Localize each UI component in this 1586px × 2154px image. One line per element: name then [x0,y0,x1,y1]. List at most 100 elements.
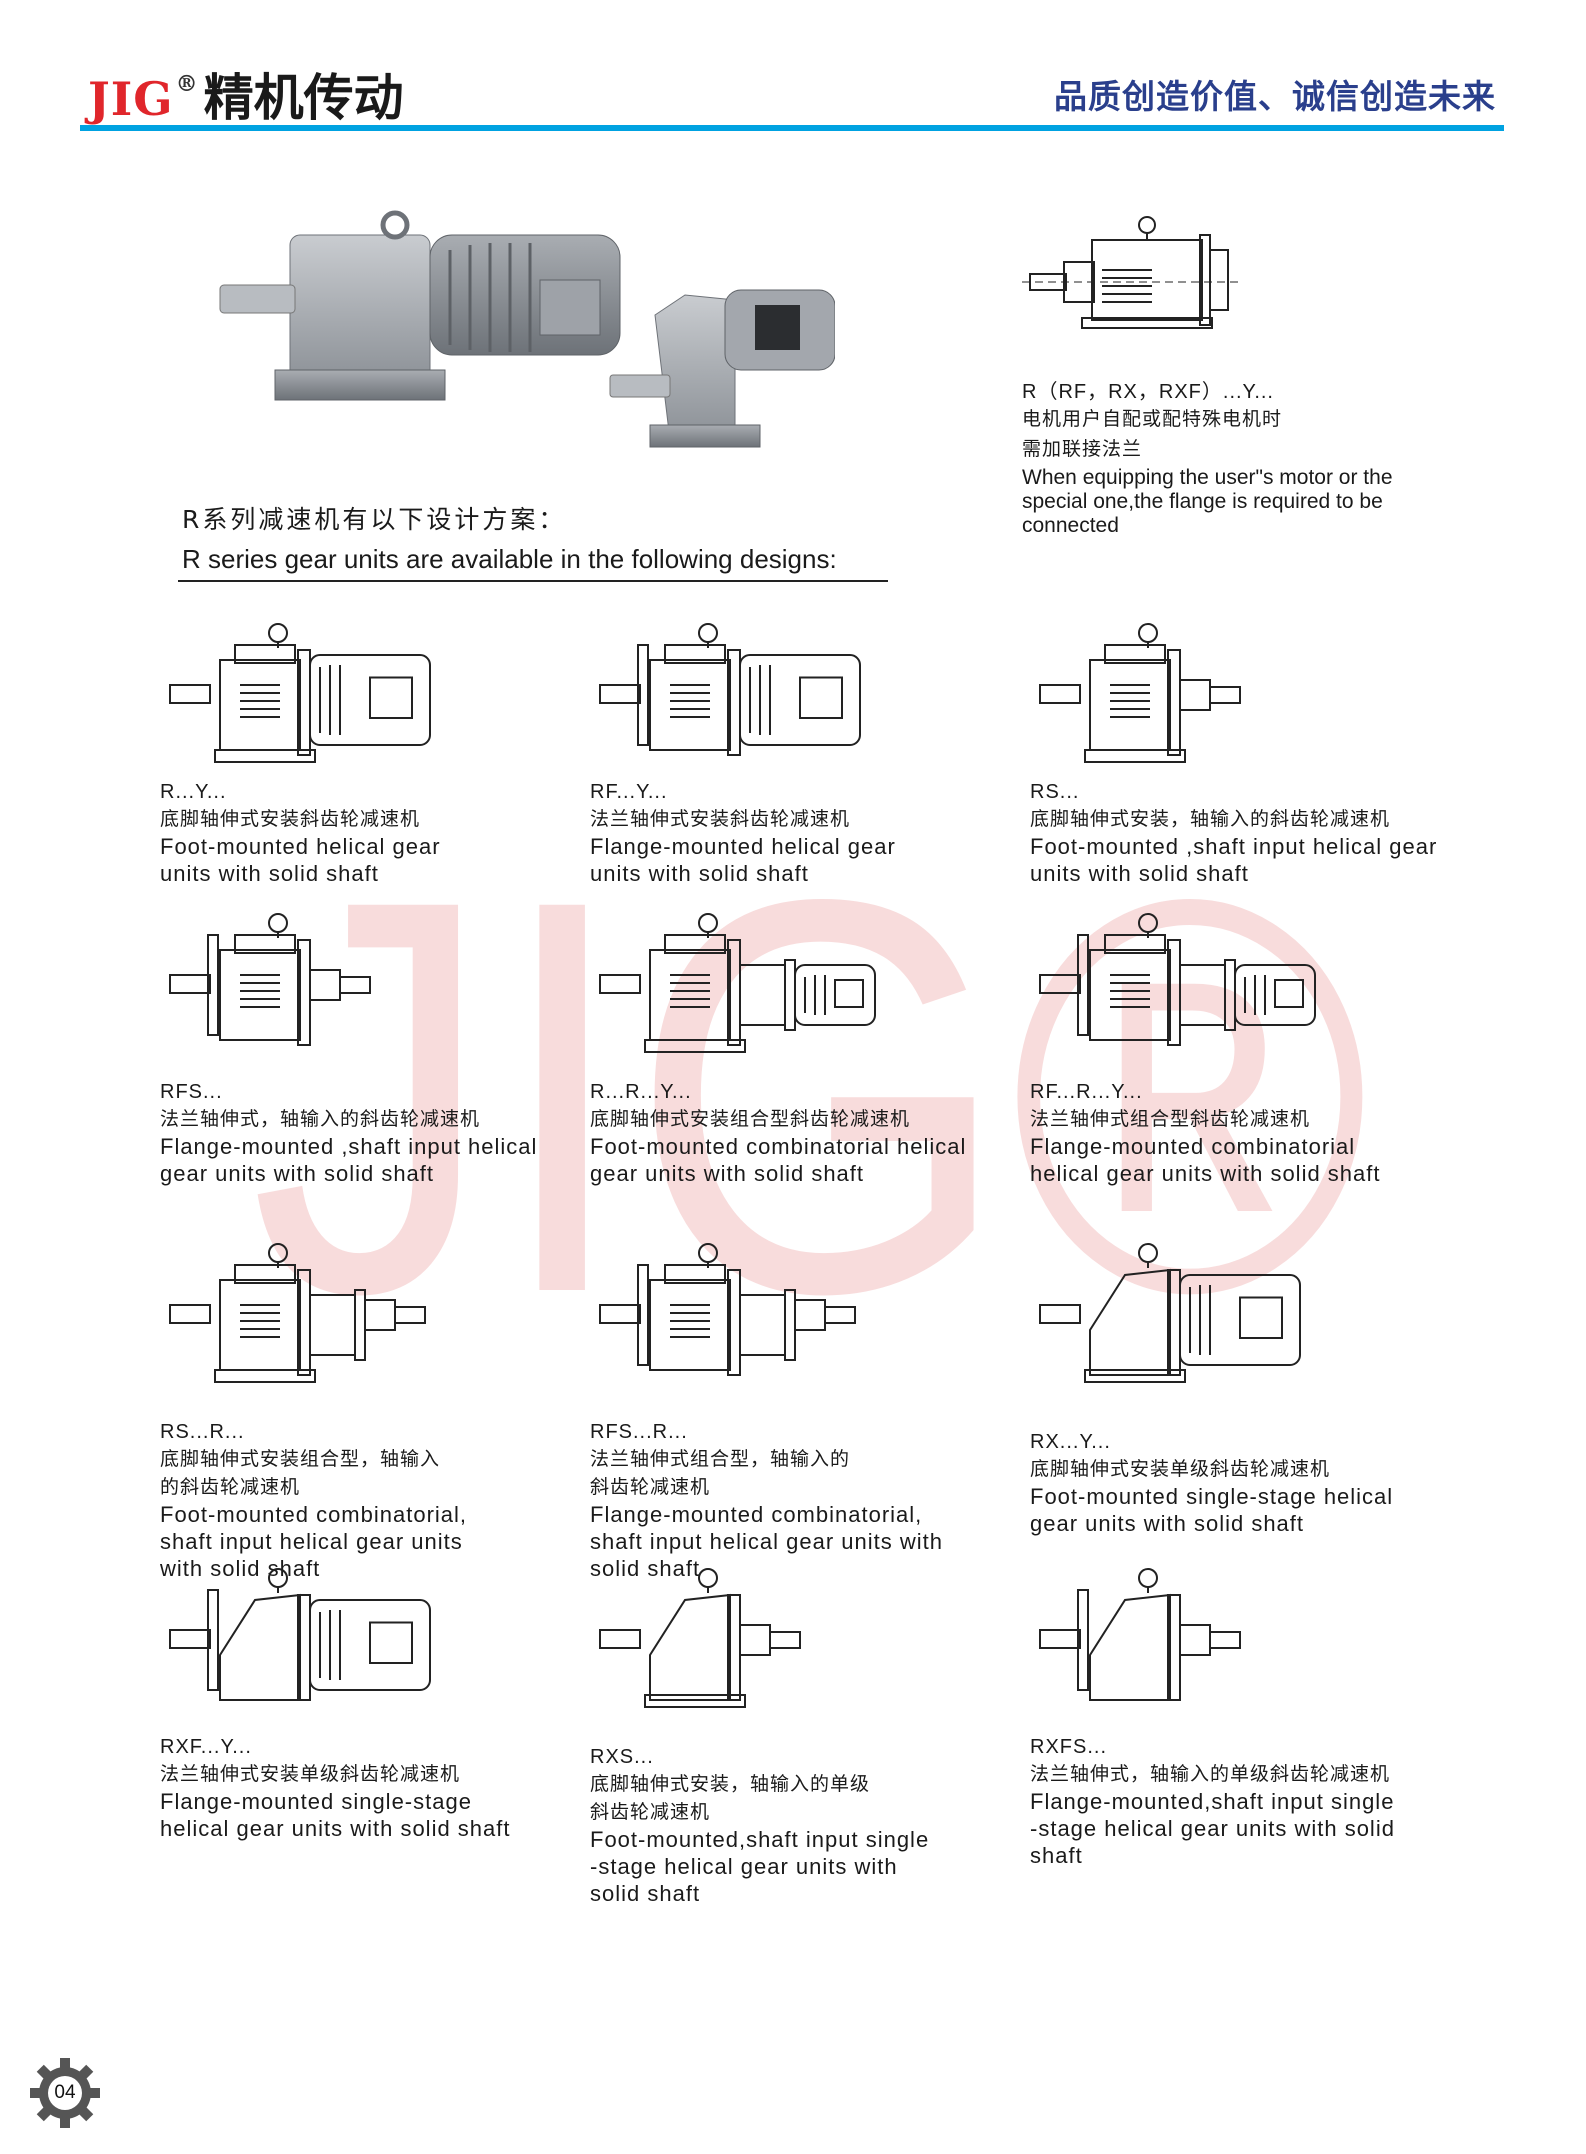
drawing-r-flange-variant [1022,216,1242,329]
gear-unit-drawing [599,1568,801,1708]
intro-text: R系列减速机有以下设计方案： R series gear units are a… [182,500,837,575]
gear-unit-drawing [169,1568,431,1701]
design-desc-en: shaft input helical gear units with [590,1529,943,1554]
design-desc-en: gear units with solid shaft [1030,1511,1305,1536]
design-desc-cn: 底脚轴伸式安装组合型，轴输入 [160,1448,441,1470]
gear-unit-drawing [599,913,876,1053]
gear-icon [30,2058,100,2128]
design-desc-en: shaft [1030,1843,1083,1868]
gear-unit-drawing [169,913,371,1046]
design-desc-en: units with solid shaft [590,861,809,886]
design-desc-en: Flange-mounted ,shaft input helical [160,1134,538,1159]
design-desc-en: gear units with solid shaft [160,1161,435,1186]
note-cn-line2: 需加联接法兰 [1022,438,1143,460]
design-item: RS...R... 底脚轴伸式安装组合型，轴输入的斜齿轮减速机 Foot-mount… [160,1235,580,1582]
design-item: RF...Y... 法兰轴伸式安装斜齿轮减速机 Flange-mounted hel… [590,615,1010,887]
design-item: R...Y... 底脚轴伸式安装斜齿轮减速机 Foot-mounted helica… [160,615,580,887]
design-desc-en: Foot-mounted,shaft input single [590,1827,930,1852]
design-desc-en: Foot-mounted helical gear [160,834,441,859]
design-code: RFS...R... [590,1421,688,1443]
product-photo [219,210,835,448]
design-item: R...R...Y... 底脚轴伸式安装组合型斜齿轮减速机 Foot-mounted… [590,905,1010,1187]
gear-unit-drawing [1039,1568,1241,1701]
brand-logo: JIG®精机传动 [88,58,404,130]
design-desc-en: units with solid shaft [160,861,379,886]
design-desc-en: -stage helical gear units with solid [1030,1816,1395,1841]
design-desc-en: gear units with solid shaft [590,1161,865,1186]
design-desc-en: with solid shaft [160,1556,321,1581]
design-code: RF...R...Y... [1030,1081,1143,1103]
slogan: 品质创造价值、诚信创造未来 [1054,77,1496,116]
design-item: RXFS... 法兰轴伸式，轴输入的单级斜齿轮减速机 Flange-mounted,… [1030,1560,1450,1869]
page-number: 04 [30,2058,100,2128]
page-header: JIG®精机传动 品质创造价值、诚信创造未来 [80,48,1504,133]
design-item: RX...Y... 底脚轴伸式安装单级斜齿轮减速机 Foot-mounted sin… [1030,1235,1450,1537]
design-desc-cn: 法兰轴伸式，轴输入的斜齿轮减速机 [160,1108,481,1130]
intro-cn: R系列减速机有以下设计方案： [182,505,567,534]
gear-unit-drawing [1039,913,1316,1046]
header-rule [80,125,1504,131]
design-code: RXFS... [1030,1736,1108,1758]
design-item: RXF...Y... 法兰轴伸式安装单级斜齿轮减速机 Flange-mounted … [160,1560,580,1842]
intro-en: R series gear units are available in the… [182,544,837,574]
note-en: When equipping the user"s motor or the s… [1022,466,1393,537]
design-desc-en: Foot-mounted combinatorial, [160,1502,468,1527]
note-code: R（RF，RX，RXF）...Y... [1022,381,1274,403]
design-code: RFS... [160,1081,223,1103]
design-desc-cn: 的斜齿轮减速机 [160,1476,301,1498]
design-desc-cn: 底脚轴伸式安装组合型斜齿轮减速机 [590,1108,911,1130]
design-desc-en: Flange-mounted single-stage [160,1789,472,1814]
design-desc-en: shaft input helical gear units [160,1529,463,1554]
design-code: RX...Y... [1030,1431,1111,1453]
design-desc-cn: 法兰轴伸式组合型斜齿轮减速机 [1030,1108,1311,1130]
design-desc-en: Flange-mounted combinatorial [1030,1134,1356,1159]
brand-name-cn: 精机传动 [203,68,404,127]
design-desc-en: solid shaft [590,1881,701,1906]
design-desc-cn: 斜齿轮减速机 [590,1801,711,1823]
design-item: RFS... 法兰轴伸式，轴输入的斜齿轮减速机 Flange-mounted ,sh… [160,905,580,1187]
design-desc-en: solid shaft [590,1556,701,1581]
design-item: RFS...R... 法兰轴伸式组合型，轴输入的斜齿轮减速机 Flange-moun… [590,1235,1010,1582]
design-desc-cn: 法兰轴伸式安装单级斜齿轮减速机 [160,1763,461,1785]
brand-name-en: JIG [88,72,174,126]
design-code: R...Y... [160,781,227,803]
design-item: RS... 底脚轴伸式安装，轴输入的斜齿轮减速机 Foot-mounted ,sha… [1030,615,1450,887]
design-code: R...R...Y... [590,1081,692,1103]
design-desc-en: Flange-mounted helical gear [590,834,896,859]
design-desc-en: -stage helical gear units with [590,1854,898,1879]
design-code: RXS... [590,1746,654,1768]
design-desc-en: units with solid shaft [1030,861,1249,886]
design-desc-cn: 底脚轴伸式安装斜齿轮减速机 [160,808,421,830]
design-desc-en: helical gear units with solid shaft [160,1816,511,1841]
design-desc-cn: 底脚轴伸式安装单级斜齿轮减速机 [1030,1458,1331,1480]
registered-mark: ® [175,71,198,97]
design-desc-en: Foot-mounted combinatorial helical [590,1134,967,1159]
design-desc-cn: 底脚轴伸式安装，轴输入的斜齿轮减速机 [1030,808,1391,830]
design-desc-cn: 法兰轴伸式组合型，轴输入的 [590,1448,851,1470]
gear-unit-drawing [1039,1243,1301,1383]
gear-unit-drawing [169,623,431,763]
design-desc-cn: 法兰轴伸式安装斜齿轮减速机 [590,808,851,830]
design-item: RXS... 底脚轴伸式安装，轴输入的单级斜齿轮减速机 Foot-mounted,s… [590,1560,1010,1907]
design-desc-cn: 法兰轴伸式，轴输入的单级斜齿轮减速机 [1030,1763,1391,1785]
design-desc-en: Flange-mounted combinatorial, [590,1502,923,1527]
note-cn-line1: 电机用户自配或配特殊电机时 [1022,408,1283,430]
gear-unit-drawing [1039,623,1241,763]
design-code: RS...R... [160,1421,245,1443]
gear-unit-drawing [599,1243,856,1376]
intro-underline [178,580,888,582]
design-code: RXF...Y... [160,1736,252,1758]
design-code: RF...Y... [590,781,668,803]
design-desc-en: helical gear units with solid shaft [1030,1161,1381,1186]
design-code: RS... [1030,781,1080,803]
design-item: RF...R...Y... 法兰轴伸式组合型斜齿轮减速机 Flange-mounte… [1030,905,1450,1187]
design-desc-en: Flange-mounted,shaft input single [1030,1789,1395,1814]
motor-flange-note: R（RF，RX，RXF）...Y... 电机用户自配或配特殊电机时 需加联接法兰… [1022,216,1442,538]
design-desc-en: Foot-mounted ,shaft input helical gear [1030,834,1438,859]
design-desc-cn: 底脚轴伸式安装，轴输入的单级 [590,1773,871,1795]
gear-unit-drawing [599,623,861,756]
design-desc-cn: 斜齿轮减速机 [590,1476,711,1498]
page-number-text: 04 [54,2082,76,2103]
gear-unit-drawing [169,1243,426,1383]
design-desc-en: Foot-mounted single-stage helical [1030,1484,1394,1509]
